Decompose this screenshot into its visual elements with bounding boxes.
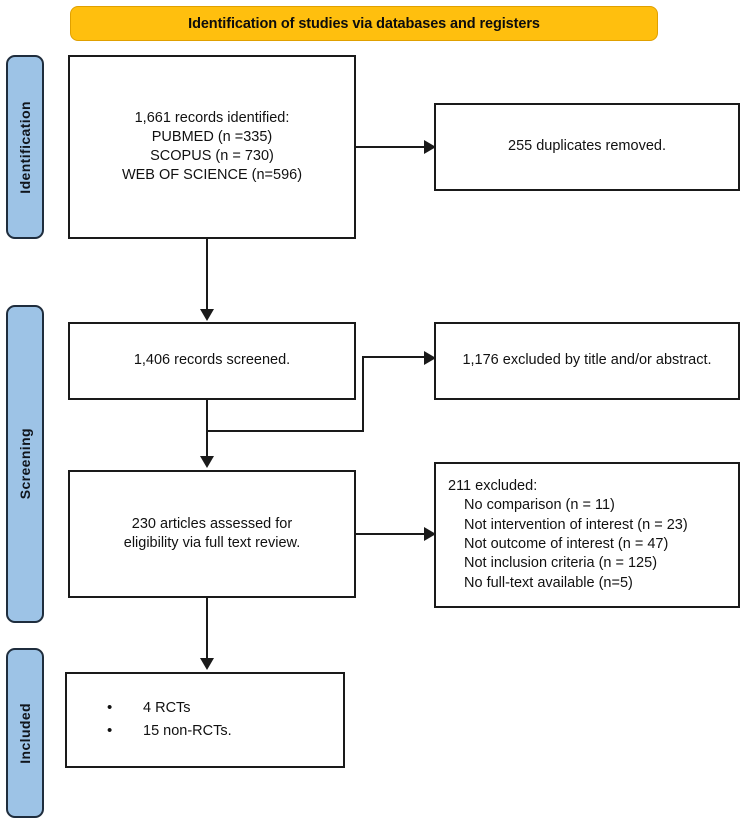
duplicates-line-1: 255 duplicates removed. [508, 138, 666, 155]
stage-label-identification-text: Identification [17, 100, 33, 194]
excluded-reason-item: Not inclusion criteria (n = 125) [464, 555, 658, 572]
bullet-icon: • [107, 722, 113, 739]
bullet-icon: • [107, 699, 113, 717]
box-excluded-by-title-abstract: 1,176 excluded by title and/or abstract. [434, 322, 740, 400]
excluded-title-line-1: 1,176 excluded by title and/or abstract. [462, 352, 712, 369]
box-records-screened: 1,406 records screened. [68, 322, 356, 400]
box-included-studies: • 4 RCTs • 15 non-RCTs. [65, 672, 345, 768]
records-line-4: WEB OF SCIENCE (n=596) [121, 167, 303, 184]
connector-screened-elbow-vertical [362, 356, 365, 432]
stage-label-identification: Identification [6, 55, 44, 239]
included-item-label: 15 non-RCTs. [143, 723, 232, 739]
diagram-header-banner: Identification of studies via databases … [70, 6, 658, 41]
connector-screened-branch-horizontal [206, 430, 364, 433]
connector-eligibility-to-included [206, 598, 209, 660]
arrowhead-eligibility-to-excluded-reasons [424, 527, 436, 541]
stage-label-screening: Screening [6, 305, 44, 623]
screened-line-1: 1,406 records screened. [133, 352, 291, 369]
connector-screened-to-eligibility [206, 400, 209, 458]
records-line-2: PUBMED (n =335) [151, 128, 273, 145]
excluded-reason-item: Not outcome of interest (n = 47) [464, 536, 669, 552]
list-item: • 4 RCTs [107, 697, 191, 720]
excluded-reasons-heading: 211 excluded: [448, 477, 538, 494]
arrowhead-screened-to-eligibility [200, 456, 214, 468]
excluded-reason-item: No full-text available (n=5) [464, 574, 633, 591]
stage-label-included-text: Included [17, 702, 33, 764]
list-item: • 15 non-RCTs. [107, 720, 232, 743]
arrowhead-records-to-duplicates [424, 140, 436, 154]
connector-screened-elbow-horizontal [362, 356, 426, 359]
arrowhead-eligibility-to-included [200, 658, 214, 670]
diagram-title: Identification of studies via databases … [188, 15, 540, 32]
box-duplicates-removed: 255 duplicates removed. [434, 103, 740, 191]
box-records-identified: 1,661 records identified: PUBMED (n =335… [68, 55, 356, 239]
connector-records-to-duplicates [356, 146, 426, 149]
arrowhead-screened-to-excluded-title [424, 351, 436, 365]
arrowhead-records-to-screened [200, 309, 214, 321]
eligibility-line-2: eligibility via full text review. [123, 535, 301, 551]
included-item-label: 4 RCTs [143, 700, 191, 717]
box-articles-assessed-eligibility: 230 articles assessed for eligibility vi… [68, 470, 356, 598]
eligibility-line-1: 230 articles assessed for [131, 515, 293, 532]
stage-label-included: Included [6, 648, 44, 818]
stage-label-screening-text: Screening [17, 428, 33, 500]
records-line-3: SCOPUS (n = 730) [150, 148, 274, 164]
excluded-reason-item: No comparison (n = 11) [464, 497, 615, 514]
records-line-1: 1,661 records identified: [134, 109, 290, 126]
excluded-reason-item: Not intervention of interest (n = 23) [464, 516, 688, 533]
box-excluded-with-reasons: 211 excluded: No comparison (n = 11) Not… [434, 462, 740, 608]
connector-eligibility-to-excluded-reasons [356, 533, 426, 536]
connector-records-to-screened [206, 239, 209, 311]
